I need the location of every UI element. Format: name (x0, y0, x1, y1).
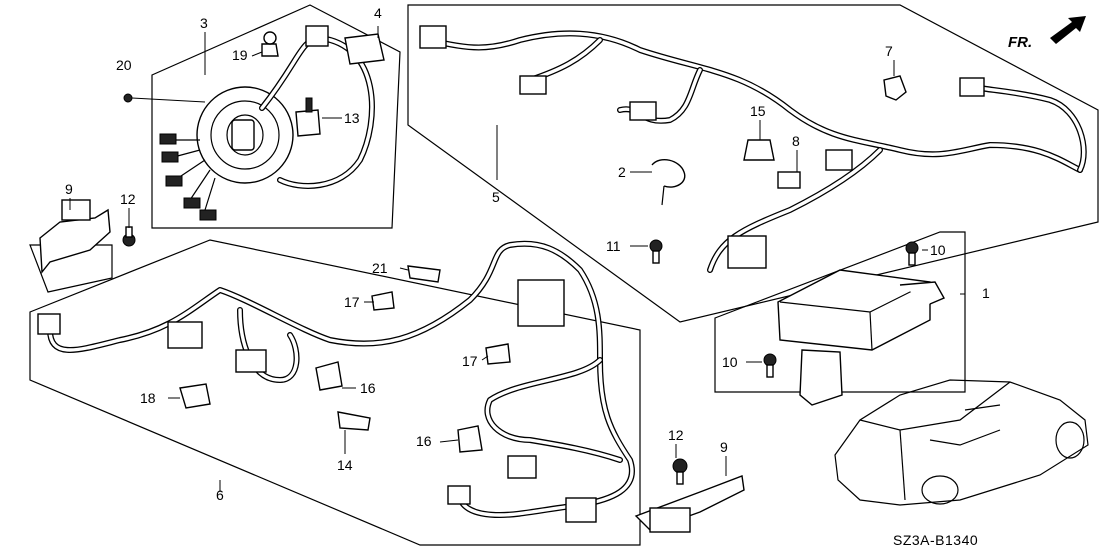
callout-17-upper: 17 (344, 294, 360, 310)
connector-icon (629, 101, 657, 121)
connector-icon (517, 279, 565, 327)
front-direction-indicator: FR. (1008, 16, 1086, 51)
control-unit-group-box (714, 231, 966, 393)
connector-icon (565, 497, 597, 523)
bolt-icon (649, 239, 663, 253)
leader-lines (69, 26, 965, 492)
callout-labels: 3 4 19 20 13 9 12 5 2 7 15 8 11 10 1 10 … (65, 5, 990, 503)
connector-icon (777, 171, 801, 189)
vehicle-location-illustration (834, 379, 1089, 506)
diagram-code: SZ3A-B1340 (893, 532, 978, 548)
main-harness (419, 25, 1087, 273)
bolt-icon (123, 93, 133, 103)
main-harness-group-box (407, 4, 1099, 323)
connector-icon (959, 77, 985, 97)
callout-21: 21 (372, 260, 388, 276)
connector-icon (305, 25, 329, 47)
connector-icon (519, 75, 547, 95)
side-impact-sensor-left (39, 199, 136, 274)
clip-icon (485, 343, 511, 365)
connector-icon (507, 455, 537, 479)
clip-icon (179, 383, 211, 409)
callout-10-upper: 10 (930, 242, 946, 258)
front-direction-label: FR. (1008, 34, 1032, 51)
connector-icon (37, 313, 61, 335)
bolt-icon (905, 241, 919, 255)
callout-4: 4 (374, 5, 382, 21)
side-impact-sensor-right (634, 458, 745, 533)
callout-12-right: 12 (668, 427, 684, 443)
callout-9-left: 9 (65, 181, 73, 197)
grommet-icon (743, 139, 775, 161)
callout-1: 1 (982, 285, 990, 301)
callout-20: 20 (116, 57, 132, 73)
connector-icon (419, 25, 447, 49)
floor-harness (37, 240, 635, 523)
callout-9-right: 9 (720, 439, 728, 455)
clip-icon (295, 109, 321, 137)
connector-icon (447, 485, 471, 505)
callout-7: 7 (885, 43, 893, 59)
clip-icon (651, 158, 686, 188)
clip-icon (315, 361, 343, 391)
callout-11: 11 (606, 238, 621, 254)
clip-icon (261, 43, 279, 57)
connector-icon (825, 149, 853, 171)
srs-control-unit (763, 241, 945, 406)
cable-reel-group-box (151, 4, 401, 229)
clip-icon (457, 425, 483, 453)
clip-icon (371, 291, 395, 311)
callout-17-lower: 17 (462, 353, 478, 369)
callout-16-lower: 16 (416, 433, 432, 449)
clip-icon (337, 411, 371, 431)
connector-icon (344, 33, 385, 65)
cable-reel-assembly (123, 25, 385, 221)
connector-icon (167, 321, 203, 349)
callout-16-upper: 16 (360, 380, 376, 396)
callout-6: 6 (216, 487, 224, 503)
floor-harness-group-box (29, 239, 641, 546)
callout-18: 18 (140, 390, 156, 406)
connector-icon (727, 235, 767, 269)
callout-12-left: 12 (120, 191, 136, 207)
front-arrow-icon (1050, 16, 1086, 44)
bolt-icon (763, 353, 777, 367)
callout-10-lower: 10 (722, 354, 738, 370)
callout-8: 8 (792, 133, 800, 149)
callout-14: 14 (337, 457, 353, 473)
callout-19: 19 (232, 47, 248, 63)
callout-13: 13 (344, 110, 360, 126)
callout-15: 15 (750, 103, 766, 119)
clip-icon (883, 75, 907, 101)
connector-icon (235, 349, 267, 373)
callout-3: 3 (200, 15, 208, 31)
clip-icon (407, 265, 441, 283)
callout-2: 2 (618, 164, 626, 180)
callout-5: 5 (492, 189, 500, 205)
